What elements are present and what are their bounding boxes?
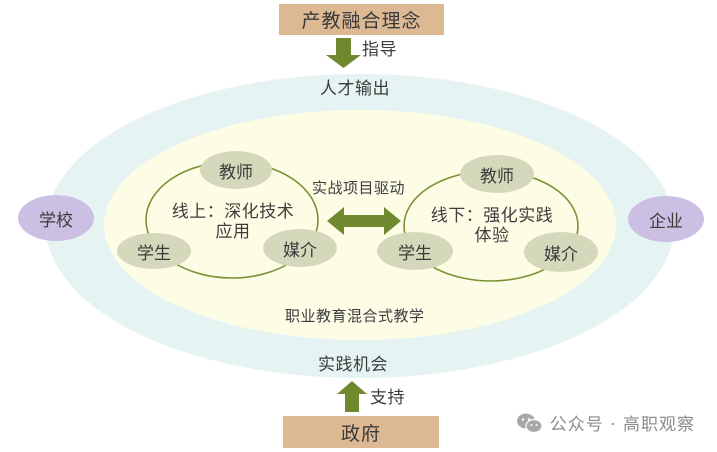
offline-node-student: 学生	[377, 232, 453, 270]
online-title-line2: 应用	[215, 221, 251, 242]
double-arrow-icon	[327, 207, 401, 235]
offline-teacher-label: 教师	[480, 166, 514, 187]
online-teacher-label: 教师	[219, 162, 253, 183]
online-student-label: 学生	[137, 243, 171, 264]
watermark-text: 公众号 · 高职观察	[549, 415, 695, 435]
support-label: 支持	[370, 388, 405, 408]
top-box-label: 产教融合理念	[301, 10, 422, 32]
online-node-teacher: 教师	[200, 151, 272, 189]
offline-cycle-title: 线下：强化实践 体验	[422, 206, 562, 246]
offline-node-teacher-shape	[460, 155, 534, 193]
offline-student-label: 学生	[398, 243, 432, 264]
bottom-box-government: 政府	[283, 416, 439, 448]
online-node-media: 媒介	[263, 229, 337, 267]
offline-node-student-shape	[377, 232, 453, 270]
guide-label: 指导	[362, 40, 397, 60]
school-node: 学校	[18, 195, 94, 241]
enterprise-node-shape	[628, 196, 704, 242]
offline-title-line1: 线下：强化实践	[430, 206, 554, 226]
online-title-line1: 线上：深化技术	[171, 202, 295, 222]
offline-node-media: 媒介	[524, 232, 598, 272]
offline-title-line2: 体验	[474, 225, 510, 246]
offline-node-teacher: 教师	[460, 155, 534, 193]
enterprise-label: 企业	[649, 211, 683, 232]
school-label: 学校	[39, 210, 73, 231]
wechat-icon	[516, 412, 544, 434]
project-driven-label: 实战项目驱动	[312, 179, 406, 197]
online-media-label: 媒介	[283, 240, 317, 261]
blended-teaching-label: 职业教育混合式教学	[285, 307, 425, 325]
talent-output-label: 人才输出	[320, 79, 390, 99]
online-node-media-shape	[263, 229, 337, 267]
school-node-shape	[18, 195, 94, 241]
watermark: 公众号 · 高职观察	[516, 410, 695, 435]
top-box-industry-education-integration: 产教融合理念	[279, 4, 444, 35]
offline-node-media-shape	[524, 232, 598, 272]
offline-media-label: 媒介	[544, 244, 578, 265]
enterprise-node: 企业	[628, 196, 704, 242]
online-node-student: 学生	[117, 233, 191, 269]
online-node-student-shape	[117, 233, 191, 269]
online-node-teacher-shape	[200, 151, 272, 189]
practice-opportunity-label: 实践机会	[318, 355, 388, 375]
bottom-box-label: 政府	[340, 422, 381, 445]
online-cycle-title: 线上：深化技术 应用	[163, 202, 303, 242]
arrow-down-icon	[326, 38, 361, 68]
arrow-up-icon	[337, 381, 367, 412]
